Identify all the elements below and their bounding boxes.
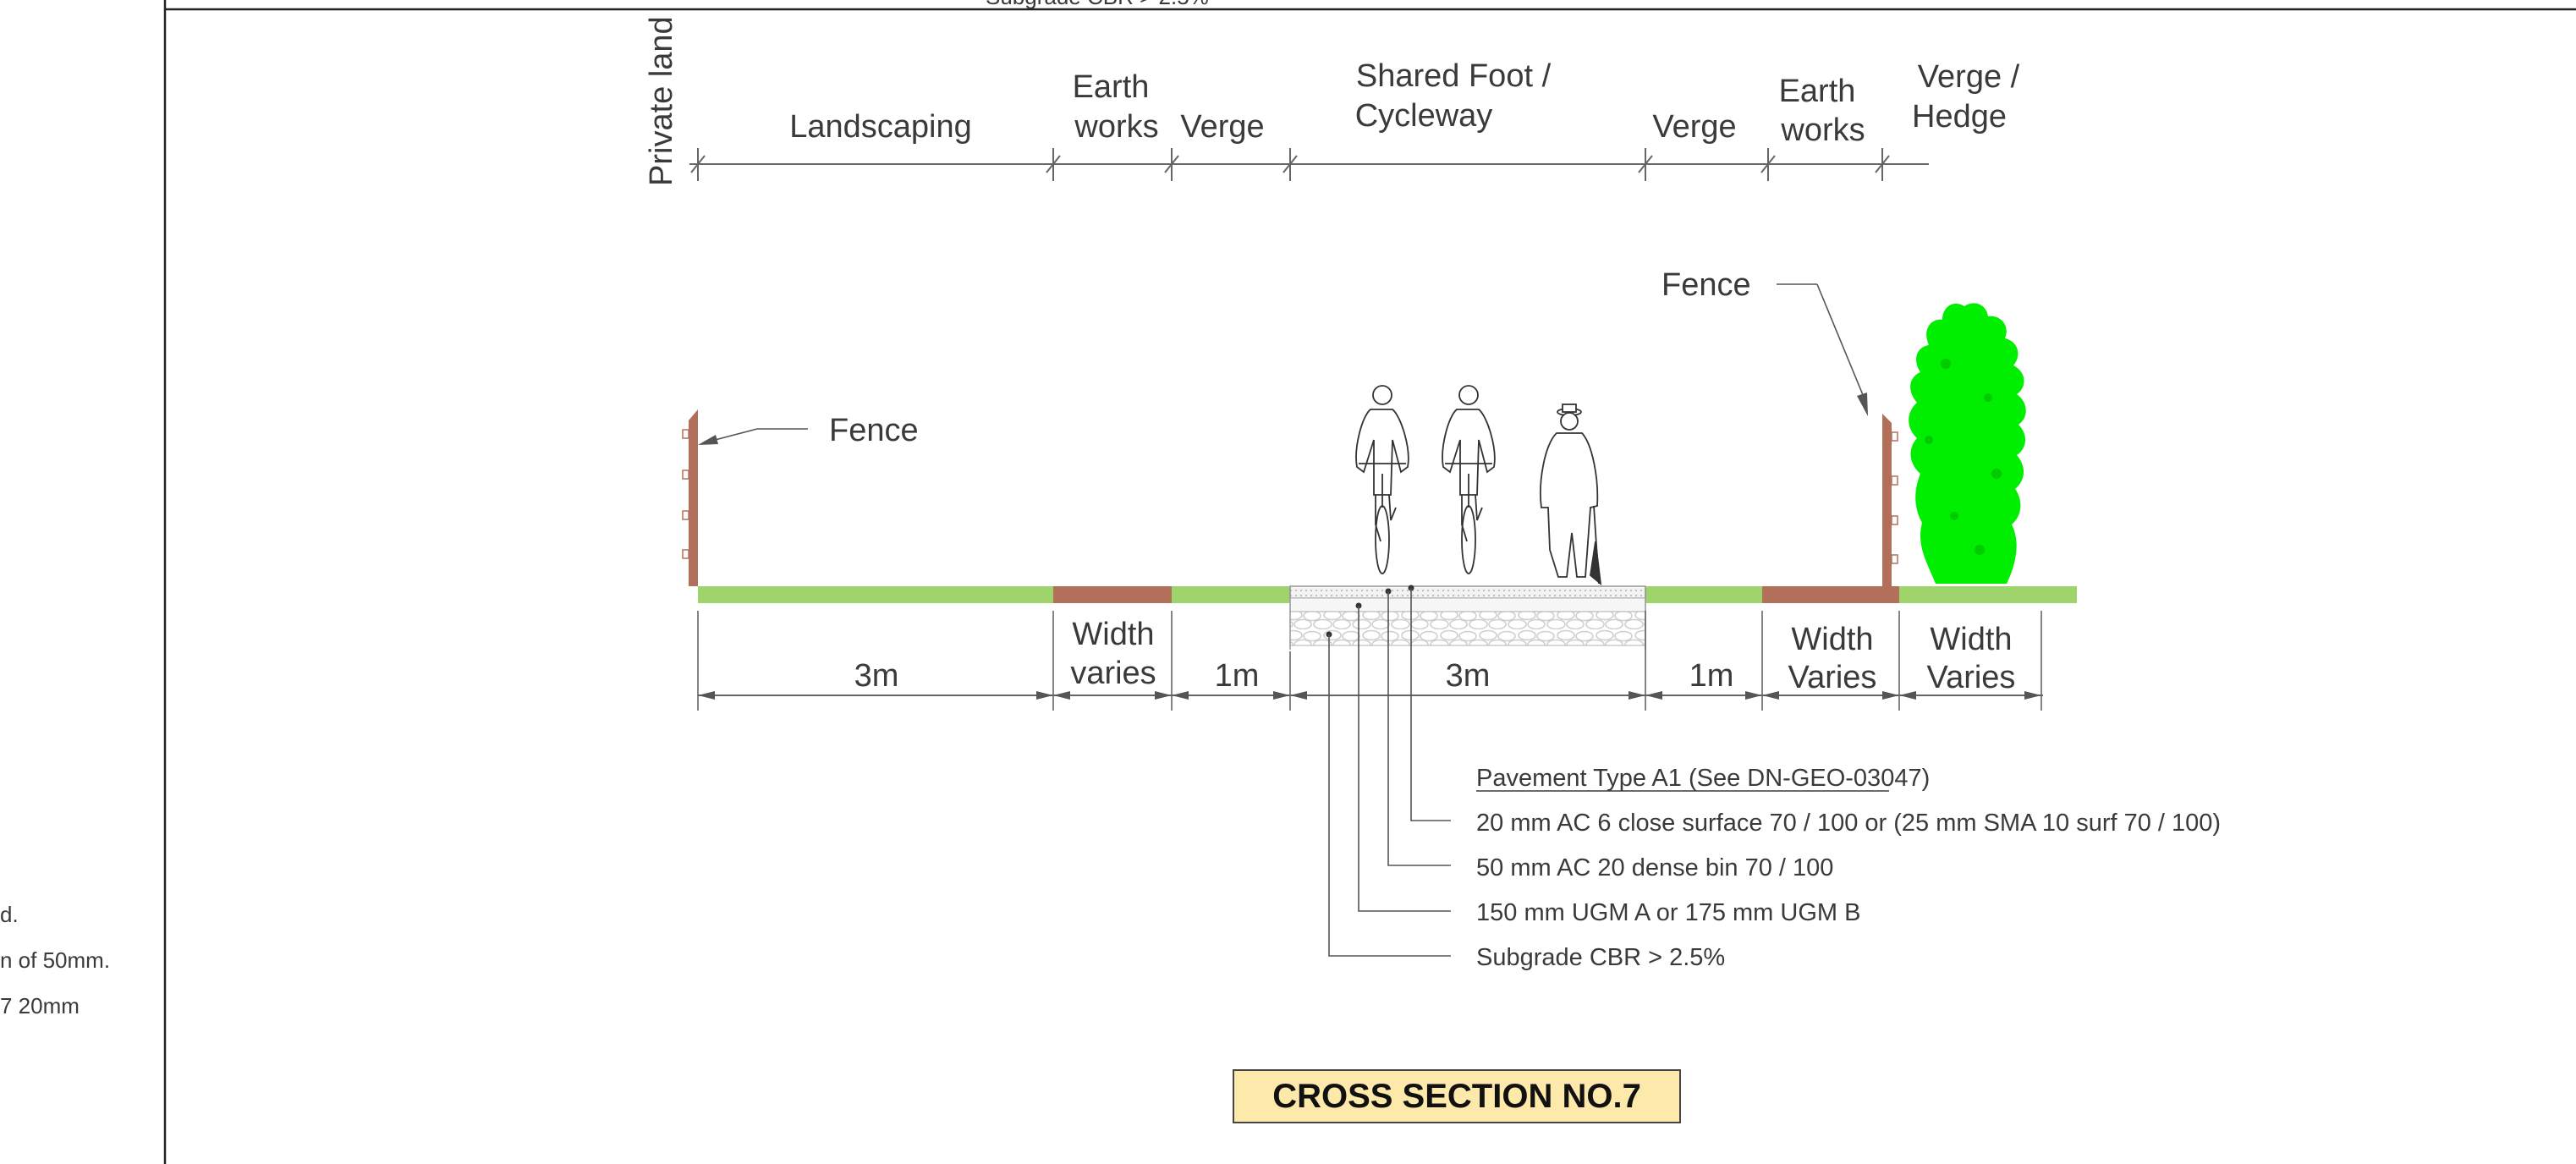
verge-hedge-grass-strip (1899, 586, 2077, 603)
dim-earth-works-left-label-2: varies (1070, 656, 1156, 691)
cyclist-figure-1 (1355, 385, 1409, 574)
zone-verge-hedge-label-2: Hedge (1912, 99, 2007, 135)
pavement-layer-3: 150 mm UGM A or 175 mm UGM B (1476, 899, 1860, 926)
dim-verge-hedge-label-2: Varies (1927, 660, 2016, 695)
width-dimension-line (697, 611, 2043, 711)
earth-works-left-strip (1053, 586, 1172, 603)
fence-left-label: Fence (829, 413, 919, 448)
left-note-1: d. (0, 902, 19, 927)
hedge-shrub (1909, 303, 2026, 584)
right-fence (1882, 414, 1898, 586)
pavement-layer-4: Subgrade CBR > 2.5% (1476, 944, 1725, 971)
dim-landscaping-label: 3m (854, 658, 899, 694)
header-fragment-text: Subgrade CBR > 2.5% (986, 0, 1209, 9)
fence-right-callout (1777, 283, 1868, 416)
pavement-surface-layer (1289, 585, 1646, 599)
fence-right-label: Fence (1661, 267, 1751, 303)
zone-earth-works-left-label-2: works (1074, 109, 1158, 145)
zone-dimension-line (689, 148, 1929, 181)
dim-verge-right-label: 1m (1689, 658, 1734, 694)
pavement-leaders (1326, 585, 1451, 957)
ground-section (698, 585, 2077, 650)
zone-landscaping-label: Landscaping (789, 109, 972, 145)
zone-private-land-label: Private land (644, 16, 679, 186)
zone-verge-hedge-label-1: Verge / (1918, 59, 2020, 95)
left-fence (682, 409, 698, 586)
left-note-3: 7 20mm (0, 993, 80, 1018)
verge-right-grass-strip (1645, 586, 1768, 603)
zone-shared-label-2: Cycleway (1355, 98, 1493, 134)
pavement-build-up (1289, 585, 1646, 650)
dim-verge-hedge-label-1: Width (1930, 622, 2012, 657)
pavement-layer-2: 50 mm AC 20 dense bin 70 / 100 (1476, 854, 1833, 881)
zone-earth-works-right-label-2: works (1780, 113, 1865, 148)
verge-left-grass-strip (1172, 586, 1290, 603)
zone-verge-right-label: Verge (1652, 109, 1736, 145)
zone-earth-works-right-label-1: Earth (1779, 74, 1856, 109)
dim-shared-label: 3m (1446, 658, 1491, 694)
landscaping-grass-strip (698, 586, 1053, 603)
dim-earth-works-right-label-1: Width (1791, 622, 1873, 657)
pavement-binder-layer (1289, 597, 1646, 612)
cyclist-figure-2 (1442, 385, 1496, 574)
pedestrian-figure (1540, 404, 1602, 586)
zone-earth-works-left-label-1: Earth (1073, 69, 1150, 105)
pavement-heading: Pavement Type A1 (See DN-GEO-03047) (1476, 765, 1930, 792)
left-note-2: n of 50mm. (0, 947, 110, 973)
zone-shared-label-1: Shared Foot / (1356, 58, 1552, 94)
fence-left-callout (698, 428, 808, 445)
dim-earth-works-left-label-1: Width (1072, 617, 1154, 652)
dim-earth-works-right-label-2: Varies (1788, 660, 1877, 695)
earth-works-right-strip (1762, 586, 1899, 603)
pavement-layer-1: 20 mm AC 6 close surface 70 / 100 or (25… (1476, 810, 2221, 837)
drawing-frame (163, 0, 2576, 1164)
cross-section-title: CROSS SECTION NO.7 (1233, 1069, 1681, 1123)
pavement-sub-base-layer (1289, 611, 1646, 646)
zone-verge-left-label: Verge (1180, 109, 1264, 145)
dim-verge-left-label: 1m (1215, 658, 1260, 694)
